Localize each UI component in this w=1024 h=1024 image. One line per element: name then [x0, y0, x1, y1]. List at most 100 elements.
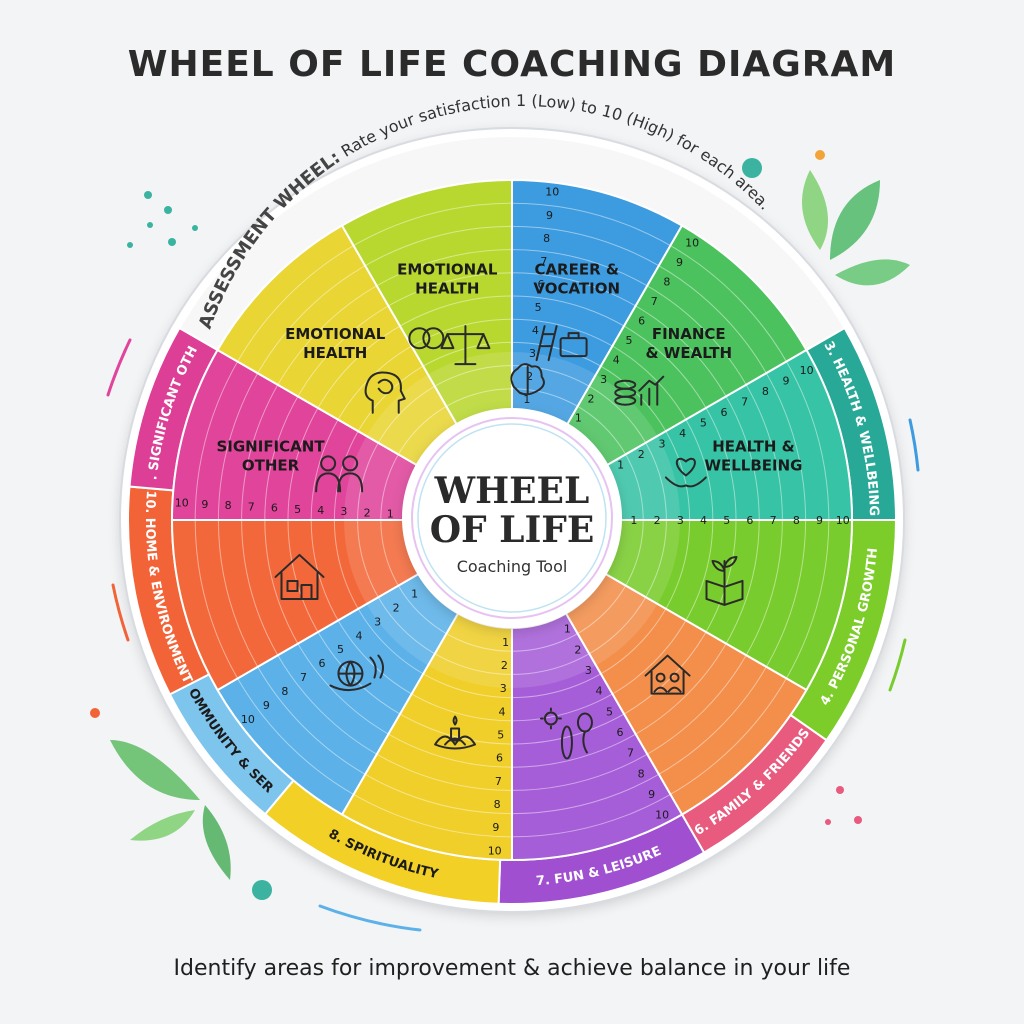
scale-ring	[264, 272, 760, 768]
center-title-line1: WHEEL	[434, 470, 590, 512]
sun-surf-balloon-icon	[539, 707, 593, 760]
scale-tick: 8	[494, 798, 501, 811]
scale-tick: 6	[746, 514, 753, 527]
scale-tick: 3	[529, 347, 536, 360]
segment-shade-career	[512, 352, 596, 427]
center-caption: Coaching Tool	[457, 557, 568, 576]
scale-tick: 6	[318, 657, 325, 670]
scale-tick: 10	[836, 514, 850, 527]
scale-tick: 1	[564, 623, 571, 636]
segment-shade-community	[366, 574, 458, 666]
book-sprout-icon	[705, 555, 744, 606]
scale-tick: 7	[495, 775, 502, 788]
segment-icons	[274, 325, 744, 760]
scale-tick: 1	[523, 393, 530, 406]
scale-ring	[287, 295, 737, 745]
scale-tick: 3	[340, 505, 347, 518]
scale-tick: 1	[411, 587, 418, 600]
scale-tick: 9	[546, 209, 553, 222]
scale-tick: 6	[271, 502, 278, 515]
scale-tick: 5	[606, 705, 613, 718]
scale-tick: 7	[651, 295, 658, 308]
scale-tick: 2	[526, 370, 533, 383]
segment-label-finance: FINANCE& WEALTH	[645, 325, 732, 362]
scale-tick: 1	[387, 508, 394, 521]
scale-tick: 6	[638, 314, 645, 327]
scale-tick: 8	[281, 685, 288, 698]
orbit-lines	[106, 338, 920, 932]
scale-ring	[333, 341, 691, 699]
scale-tick: 5	[625, 334, 632, 347]
scale-tick: 7	[741, 395, 748, 408]
briefcase-ladder-icon	[535, 325, 588, 362]
scale-tick: 8	[543, 232, 550, 245]
page-title: WHEEL OF LIFE COACHING DIAGRAM	[127, 44, 897, 85]
family-house-icon	[644, 654, 691, 695]
scale-ring	[357, 365, 667, 675]
scale-tick: 3	[677, 514, 684, 527]
scale-tick: 2	[654, 514, 661, 527]
scale-tick: 8	[225, 499, 232, 512]
house-icon	[274, 553, 325, 600]
scale-tick: 5	[700, 417, 707, 430]
scales-icon	[440, 325, 491, 366]
scale-tick: 10	[241, 713, 255, 726]
scale-tick: 10	[175, 497, 189, 510]
scale-tick: 4	[532, 324, 539, 337]
scale-tick: 9	[648, 788, 655, 801]
scale-tick: 8	[638, 767, 645, 780]
scale-tick: 9	[263, 699, 270, 712]
scale-tick: 4	[595, 685, 602, 698]
footer-caption: Identify areas for improvement & achieve…	[173, 956, 851, 981]
scale-tick: 2	[574, 643, 581, 656]
scale-tick: 6	[537, 278, 544, 291]
scale-tick: 7	[248, 500, 255, 513]
scale-ring	[217, 225, 807, 815]
lotus-candle-icon	[434, 715, 477, 750]
brain-icon	[510, 363, 545, 396]
coins-chart-icon	[614, 375, 665, 406]
rim-band	[127, 134, 898, 905]
scale-tick: 2	[393, 601, 400, 614]
couple-icon	[315, 455, 364, 493]
scale-tick: 1	[575, 412, 582, 425]
segment-shade-significant	[344, 436, 419, 520]
scale-tick: 2	[588, 392, 595, 405]
scale-tick: 7	[627, 747, 634, 760]
scale-tick: 10	[545, 186, 559, 199]
scale-tick: 3	[658, 438, 665, 451]
scale-tick: 9	[676, 256, 683, 269]
scale-tick: 6	[720, 406, 727, 419]
scale-tick: 9	[783, 374, 790, 387]
segment-shade-health	[605, 436, 680, 520]
scale-tick: 4	[317, 504, 324, 517]
dots-decoration	[127, 191, 862, 825]
scale-tick: 9	[201, 498, 208, 511]
rings-icon	[408, 327, 445, 350]
scale-tick: 4	[700, 514, 707, 527]
leaf-decoration-bottom-left	[90, 708, 272, 900]
segment-label-career: CAREER &VOCATION	[533, 261, 620, 298]
scale-tick: 3	[500, 682, 507, 695]
scale-tick: 4	[613, 353, 620, 366]
center-hub: WHEEL OF LIFE Coaching Tool	[402, 408, 622, 628]
scale-tick: 9	[492, 821, 499, 834]
scale-tick: 5	[497, 728, 504, 741]
scale-tick: 6	[496, 752, 503, 765]
scale-tick: 2	[501, 659, 508, 672]
scale-ring	[241, 249, 783, 791]
scale-tick: 8	[663, 276, 670, 289]
scale-tick: 3	[374, 615, 381, 628]
scale-tick: 4	[356, 629, 363, 642]
scale-tick: 2	[364, 506, 371, 519]
scale-tick: 6	[617, 726, 624, 739]
scale-tick: 5	[337, 643, 344, 656]
scale-tick: 5	[723, 514, 730, 527]
scale-tick: 10	[800, 364, 814, 377]
